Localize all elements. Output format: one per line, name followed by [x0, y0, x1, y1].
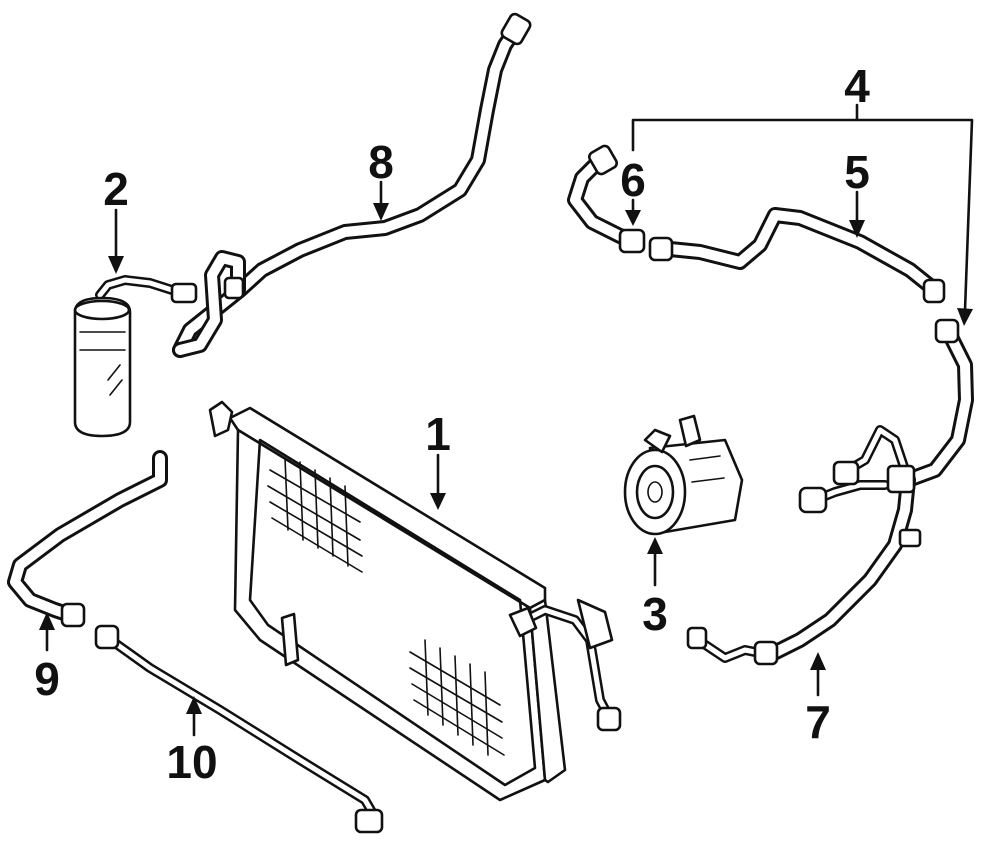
callout-1: 1 — [425, 408, 451, 460]
callout-6: 6 — [620, 154, 646, 206]
callout-7: 7 — [805, 696, 831, 748]
callout-2: 2 — [103, 163, 129, 215]
callout-4: 4 — [844, 60, 870, 112]
callout-10: 10 — [166, 736, 217, 788]
callout-labels: 1 2 3 4 5 6 7 8 9 10 — [34, 60, 870, 788]
leader-lines — [39, 103, 974, 737]
compressor-part-3 — [623, 414, 744, 536]
callout-8: 8 — [368, 136, 394, 188]
callout-3: 3 — [642, 588, 668, 640]
line-part-5 — [648, 207, 946, 304]
line-part-10 — [94, 624, 384, 834]
hose-part-7 — [686, 318, 974, 666]
line-part-9 — [7, 450, 168, 628]
line-part-6 — [567, 144, 646, 254]
line-part-8 — [172, 12, 532, 358]
receiver-drier-part-2 — [73, 275, 198, 438]
callout-5: 5 — [844, 146, 870, 198]
condenser-part-1 — [208, 400, 622, 802]
callout-9: 9 — [34, 653, 60, 705]
